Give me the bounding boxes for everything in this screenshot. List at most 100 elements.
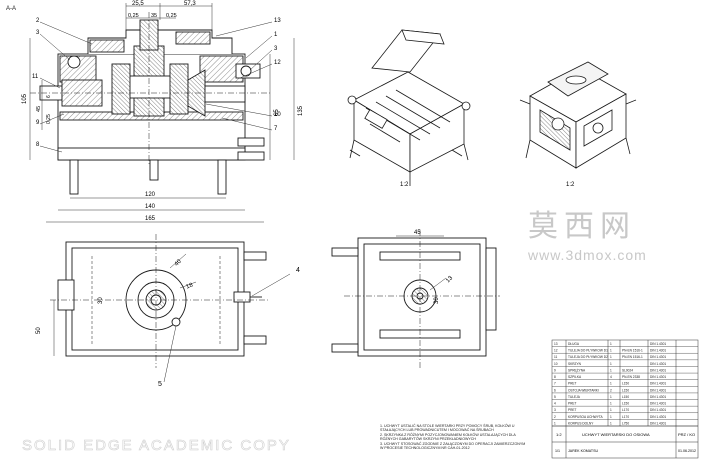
bom-cell: DŁUGA [568, 342, 580, 346]
bom-cell: DIN 1.4301 [650, 382, 666, 386]
bom-cell: DIN 1.4301 [650, 415, 666, 419]
bom-cell: SPRĘŻYNA [568, 367, 586, 372]
bom-cell: 4 [610, 375, 612, 379]
bom-cell: DIN 1.4301 [650, 375, 666, 379]
bom-cell: L170 [622, 408, 629, 412]
bom-cell: DIN 1.4301 [650, 408, 666, 412]
bom-cell: L150 [622, 388, 629, 392]
dim-top2-1: 0,25 [128, 13, 139, 19]
footer-watermark: SOLID EDGE ACADEMIC COPY [22, 437, 291, 454]
bom-cell: 6 [554, 388, 556, 392]
side-view-leaders [396, 235, 447, 291]
side-dim-30: 30 [434, 297, 440, 304]
bom-cell: 1 [610, 362, 612, 366]
bom-cell: PRET [568, 408, 577, 412]
side-view [331, 230, 500, 368]
callout-left-9: 9 [36, 120, 40, 126]
bom-cell: 1 [610, 382, 612, 386]
callout-right-3: 3 [274, 46, 278, 52]
bom-cell: L750 [622, 421, 629, 425]
side-dim-45: 45 [414, 230, 421, 236]
title-block-title: UCHWYT WIERTARSKI DO OSIOWA [582, 432, 650, 437]
note-line: W PROCESIE TECHNOLOGICZNYM NR CAH-01-201… [380, 446, 470, 451]
callout-left-3: 3 [36, 30, 40, 36]
bom-cell: PRET [568, 382, 577, 386]
bom-cell: DIN 1.4301 [650, 368, 666, 372]
note-line: RÓŻNYCH GABARYTÓW SKRZYNI PRZEKŁADNIOWYC… [380, 437, 476, 442]
side-dim-13: 13 [445, 275, 454, 284]
top-view [50, 234, 270, 368]
bom-cell: 11 [554, 355, 558, 359]
note-line: 2. SKRZYNKA Z RÓŻNYMI POZYCJONOWANIEM KO… [380, 432, 516, 437]
bom-cell: DIN 1.4301 [650, 342, 666, 346]
bom-cell: 1 [610, 349, 612, 353]
bom-cell: L150 [622, 395, 629, 399]
bom-cell: L150 [622, 382, 629, 386]
dim-bottom-165: 165 [145, 216, 156, 222]
bom-cell: PN-EN 2338 [622, 375, 640, 379]
isometric-view-closed [519, 61, 637, 169]
top-dim-30: 30 [98, 297, 104, 304]
watermark-url: www.3dmox.com [527, 247, 647, 263]
bom-cell: TULEJA [568, 395, 581, 399]
section-dimension-lines [29, 3, 295, 223]
top-callout-5: 5 [158, 381, 162, 388]
bom-cell: DIN 1.4301 [650, 355, 666, 359]
dim-bottom-140: 140 [145, 204, 156, 210]
callout-right-7: 7 [274, 126, 278, 132]
bom-cell: DIN 1.4301 [650, 388, 666, 392]
bom-cell: SL0024 [622, 368, 633, 372]
callout-right-13: 13 [274, 18, 281, 24]
callout-right-1: 1 [274, 32, 278, 38]
bom-cell: 1 [610, 408, 612, 412]
note-line: 3. UCHWYT STOSOWAĆ ZGODNIE Z ZAŁĄCZONYM … [380, 441, 526, 446]
bom-cell: DIN 1.4301 [650, 362, 666, 366]
dim-left-45: 45 [36, 106, 42, 112]
technical-notes: 1. UCHWYT USTALIĆ NA STOLE WIERTARKI PRZ… [380, 424, 555, 450]
bom-cell: KORPUS DOLNY [568, 421, 594, 425]
bom-cell: 1 [610, 368, 612, 372]
bom-cell: 1 [610, 342, 612, 346]
title-block-author: JAREK KOMATSU [568, 449, 598, 453]
bom-cell: TULEJA DO PŁYWKOW D2 [568, 355, 608, 359]
dim-left-105: 105 [22, 93, 28, 104]
bom-cell: 1 [610, 395, 612, 399]
top-dim-50: 50 [36, 327, 42, 334]
dim-right-65: 65 [274, 109, 280, 116]
bom-cell: PN-EN 1516-1 [622, 349, 643, 353]
bom-cell: 1 [610, 421, 612, 425]
callout-right-12: 12 [274, 60, 281, 66]
note-line: STAŁAJĄCYCH LUB PROWADNICUTEM I MOCOWAĆ … [380, 428, 494, 433]
bom-cell: 7 [554, 382, 556, 386]
bom-cell: SKRZYN [568, 362, 582, 366]
callout-left-11: 11 [32, 74, 39, 80]
bom-cell: 3 [554, 408, 556, 412]
dim-top-1: 25,5 [132, 1, 144, 7]
bom-cell: PRET [568, 402, 577, 406]
dim-top-2: 57,3 [184, 1, 196, 7]
bom-cell: 10 [554, 362, 558, 366]
bom-cell: 1 [610, 355, 612, 359]
dim-left-025: 0,25 [46, 114, 52, 124]
title-block-scale: 1:2 [556, 432, 562, 437]
dim-right-135: 135 [298, 105, 304, 116]
dim-left-6: 6 [46, 95, 52, 98]
top-callout-4: 4 [296, 267, 300, 274]
bom-cell: SZPILKA [568, 375, 582, 379]
bom-cell: 12 [554, 349, 558, 353]
bom-cell: 13 [554, 342, 558, 346]
note-line: 1. UCHWYT USTALIĆ NA STOLE WIERTARKI PRZ… [380, 424, 515, 428]
isometric-view-open [347, 29, 471, 186]
section-view [30, 12, 270, 195]
bom-cell: 9 [554, 368, 556, 372]
dim-top2-2: 35 [151, 13, 157, 19]
bom-cell: OSTOJA WIERTARKI [568, 388, 599, 392]
bom-cell: KORPUSOA UCHWYTA [568, 415, 604, 419]
bom-cell: 1 [610, 415, 612, 419]
bom-cell: DIN 1.4301 [650, 349, 666, 353]
bom-cell: DIN 1.4301 [650, 395, 666, 399]
iso-scale-2: 1:2 [566, 182, 575, 188]
bom-cell: 2 [610, 388, 612, 392]
